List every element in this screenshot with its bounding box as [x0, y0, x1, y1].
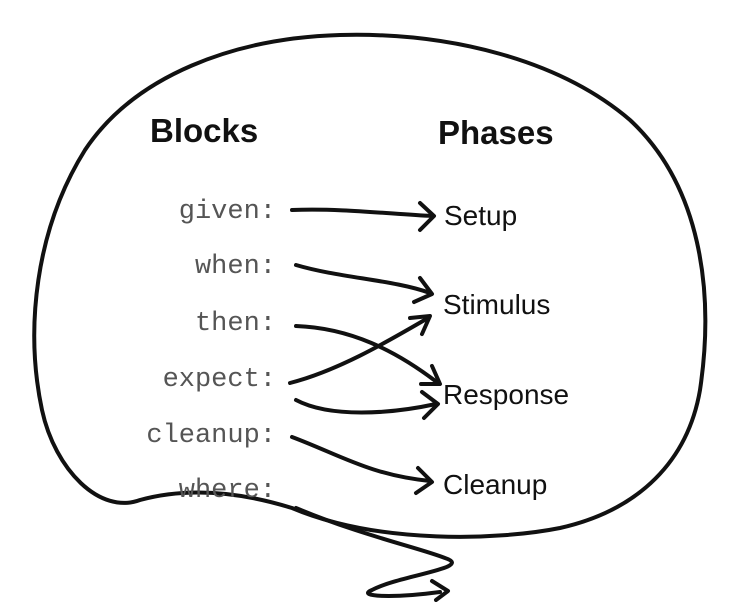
phase-setup: Setup — [444, 200, 517, 231]
block-expect: expect: — [163, 365, 276, 395]
arrow-expect-stimulus — [288, 316, 430, 385]
where-escape-arrowhead — [430, 579, 450, 602]
phase-cleanup: Cleanup — [443, 469, 547, 500]
arrow-cleanup-cleanup — [290, 435, 432, 483]
arrowhead-when-stimulus — [412, 276, 434, 304]
arrowhead-expect-stimulus — [408, 314, 432, 336]
arrowhead-cleanup-cleanup — [414, 466, 434, 495]
block-cleanup: cleanup: — [146, 421, 276, 451]
arrowhead-expect-response — [420, 390, 440, 420]
block-given: given: — [179, 197, 276, 227]
blocks-heading: Blocks — [150, 112, 258, 149]
block-then: then: — [195, 309, 276, 339]
phase-response: Response — [443, 379, 569, 410]
enclosing-loop — [32, 32, 708, 539]
block-when: when: — [195, 252, 276, 282]
arrow-expect-response — [294, 398, 438, 415]
arrow-when-stimulus — [294, 263, 432, 295]
arrow-then-response — [294, 324, 440, 385]
phases-heading: Phases — [438, 114, 554, 151]
arrow-given-setup — [290, 207, 434, 218]
arrowhead-given-setup — [418, 201, 436, 232]
arrowhead-then-response — [419, 364, 442, 386]
block-where: where: — [179, 476, 276, 506]
phase-stimulus: Stimulus — [443, 289, 550, 320]
where-escape-arrow — [294, 506, 454, 598]
